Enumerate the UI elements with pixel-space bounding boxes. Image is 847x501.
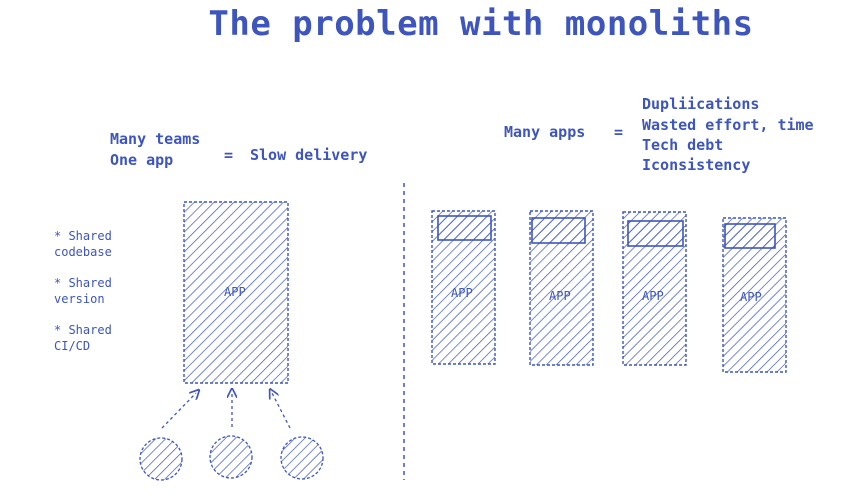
shared-cicd-line2: CI/CD <box>54 339 91 353</box>
shared-version-line1: * Shared <box>54 276 112 290</box>
one-app-label: One app <box>110 151 174 169</box>
app-box-4-header <box>724 223 776 249</box>
arrow-3 <box>272 393 291 429</box>
arrow-1 <box>161 393 196 429</box>
app-label-2: APP <box>549 289 571 303</box>
many-apps-label: Many apps <box>504 123 586 141</box>
shared-version-line2: version <box>54 292 105 306</box>
right-equals-sign: = <box>614 123 624 141</box>
consequence-inconsistency: Iconsistency <box>642 156 751 174</box>
app-label-1: APP <box>451 286 473 300</box>
consequence-tech-debt: Tech debt <box>642 136 724 154</box>
app-box-1-header <box>437 215 492 241</box>
app-box-2-header <box>531 217 586 244</box>
monolith-app-label: APP <box>224 285 246 299</box>
team-circle-1 <box>139 437 183 481</box>
shared-codebase-line1: * Shared <box>54 229 112 243</box>
slow-delivery-label: Slow delivery <box>250 146 368 164</box>
monolith-app-box <box>183 201 289 384</box>
many-teams-label: Many teams <box>110 130 201 148</box>
consequence-duplications: Dupliications <box>642 95 760 113</box>
team-circle-2 <box>209 435 253 479</box>
consequence-wasted-effort: Wasted effort, time <box>642 116 814 134</box>
page-title: The problem with monoliths <box>208 4 754 44</box>
left-equals-sign: = <box>224 146 234 164</box>
shared-cicd-line1: * Shared <box>54 323 112 337</box>
app-label-3: APP <box>642 289 664 303</box>
shared-codebase-line2: codebase <box>54 245 112 259</box>
app-label-4: APP <box>740 290 762 304</box>
team-circle-3 <box>280 436 324 480</box>
app-box-3-header <box>627 220 684 247</box>
